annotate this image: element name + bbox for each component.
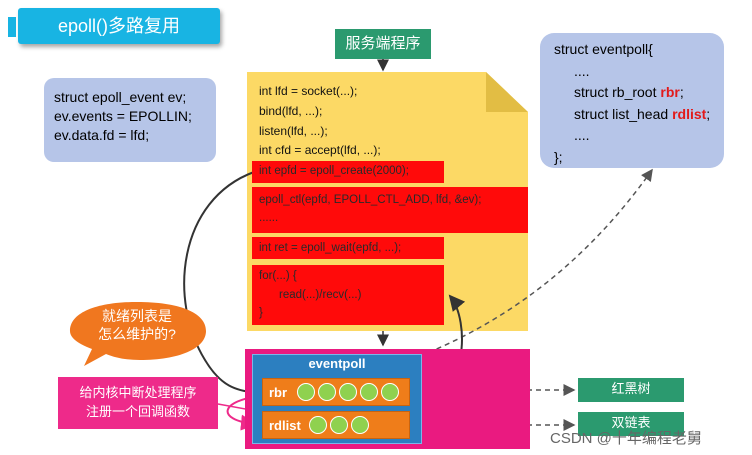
eventpoll-struct-note: struct eventpoll{ .... struct rb_root rb… bbox=[540, 33, 724, 168]
server-program-label: 服务端程序 bbox=[335, 29, 431, 59]
rdlist-keyword: rdlist bbox=[672, 105, 707, 122]
rdlist-label: rdlist bbox=[269, 418, 301, 433]
rbr-suffix: ; bbox=[679, 84, 684, 100]
rbr-keyword: rbr bbox=[660, 84, 680, 100]
rdlist-suffix: ; bbox=[706, 105, 711, 122]
watermark: CSDN @十年编程老舅 bbox=[550, 430, 702, 447]
struct-link-arrow bbox=[419, 168, 653, 357]
list-node bbox=[297, 383, 315, 401]
epoll-event-note: struct epoll_event ev; ev.events = EPOLL… bbox=[44, 78, 216, 162]
list-node bbox=[330, 416, 348, 434]
title-accent-bar bbox=[8, 17, 16, 37]
eventpoll-label: eventpoll bbox=[308, 356, 366, 371]
list-node bbox=[309, 416, 327, 434]
struct-rbr-line: struct rb_root rbr; bbox=[554, 82, 724, 104]
code-line: int cfd = accept(lfd, ...); bbox=[259, 143, 381, 157]
list-node bbox=[360, 383, 378, 401]
struct-line: struct eventpoll{ bbox=[554, 41, 653, 57]
rbtree-tag: 红黑树 bbox=[578, 378, 684, 402]
list-node bbox=[381, 383, 399, 401]
epoll-wait-code: int ret = epoll_wait(epfd, ...); bbox=[259, 242, 402, 254]
struct-line: .... bbox=[574, 62, 590, 79]
rdlist-row: rdlist bbox=[262, 411, 410, 439]
loop-line: for(...) { bbox=[259, 270, 297, 282]
loop-line: read(...)/recv(...) bbox=[279, 289, 362, 301]
epoll-wait-block: int ret = epoll_wait(epfd, ...); bbox=[252, 237, 444, 259]
epoll-event-line: ev.data.fd = lfd; bbox=[54, 127, 150, 143]
dlist-tag: 双链表 bbox=[578, 412, 684, 436]
list-node bbox=[339, 383, 357, 401]
code-line: bind(lfd, ...); bbox=[259, 104, 323, 118]
question-bubble-text: 就绪列表是 怎么维护的? bbox=[98, 308, 176, 342]
epoll-ctl-block: epoll_ctl(epfd, EPOLL_CTL_ADD, lfd, &ev)… bbox=[252, 187, 528, 233]
rdlist-prefix: struct list_head bbox=[574, 105, 673, 122]
epoll-ctl-code: epoll_ctl(epfd, EPOLL_CTL_ADD, lfd, &ev)… bbox=[259, 194, 482, 206]
struct-rdlist-line: struct list_head rdlist; bbox=[554, 104, 724, 126]
list-node bbox=[318, 383, 336, 401]
document-fold bbox=[486, 72, 528, 112]
epoll-create-code: int epfd = epoll_create(2000); bbox=[259, 165, 409, 177]
rbr-prefix: struct rb_root bbox=[574, 84, 661, 100]
struct-line: }; bbox=[554, 148, 563, 165]
list-node bbox=[351, 416, 369, 434]
struct-line: .... bbox=[574, 127, 590, 143]
epoll-event-line: struct epoll_event ev; bbox=[54, 89, 187, 105]
epoll-event-line: ev.events = EPOLLIN; bbox=[54, 108, 192, 124]
code-line: int lfd = socket(...); bbox=[259, 84, 358, 98]
code-line: listen(lfd, ...); bbox=[259, 124, 328, 138]
epoll-ctl-more: ...... bbox=[259, 212, 279, 224]
callback-note: 给内核中断处理程序 注册一个回调函数 bbox=[58, 377, 218, 429]
read-loop-block: for(...) { read(...)/recv(...) } bbox=[252, 265, 444, 325]
rbr-row: rbr bbox=[262, 378, 410, 406]
rbr-label: rbr bbox=[269, 385, 288, 400]
epoll-create-block: int epfd = epoll_create(2000); bbox=[252, 161, 444, 183]
question-bubble bbox=[70, 302, 206, 366]
slide-title: epoll()多路复用 bbox=[18, 8, 220, 44]
loop-line: } bbox=[259, 307, 263, 319]
